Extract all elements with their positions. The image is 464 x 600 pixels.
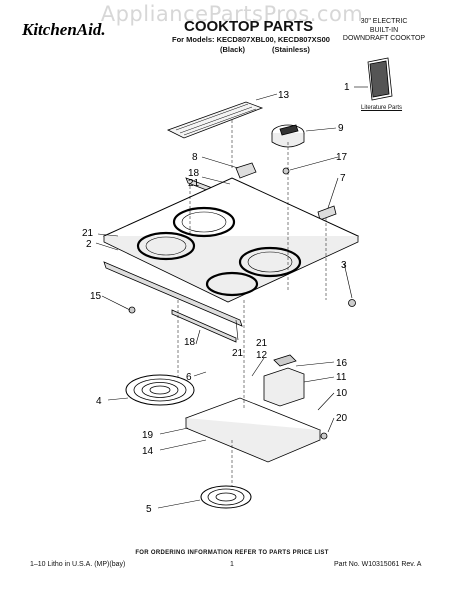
desc-line-3: DOWNDRAFT COOKTOP: [342, 35, 426, 42]
surface-element-large: [125, 374, 195, 406]
callout-11: 11: [336, 372, 347, 383]
callout-10: 10: [336, 388, 348, 399]
callout-3: 3: [341, 260, 347, 271]
control-knob: [271, 124, 305, 148]
callout-19: 19: [142, 430, 154, 441]
callout-5: 5: [146, 504, 152, 515]
literature-label: Literature Parts: [361, 105, 403, 111]
callout-15: 15: [90, 291, 102, 302]
callout-21-bottom: 21: [232, 348, 244, 359]
watermark: AppliancePartsPros.com: [100, 2, 364, 26]
burner-ring-1: [172, 206, 236, 238]
product-description: 30" ELECTRIC BUILT-IN DOWNDRAFT COOKTOP: [336, 18, 432, 44]
callout-13: 13: [278, 90, 290, 101]
trim-front: [103, 261, 243, 327]
knob-spring: [235, 162, 257, 179]
screw-20: [320, 432, 328, 440]
callout-21-mid: 21: [256, 338, 268, 349]
model-stainless: (Stainless): [272, 45, 310, 54]
brand-logo: KitchenAid.: [22, 20, 106, 39]
bracket: [317, 205, 337, 221]
callout-12: 12: [256, 350, 268, 361]
control-box: [263, 367, 305, 407]
vent-grille: [166, 101, 264, 139]
nut: [282, 167, 290, 175]
burner-ring-2: [136, 231, 196, 261]
callout-21-left: 21: [82, 228, 94, 239]
callout-2: 2: [86, 239, 92, 250]
callout-18-top: 18: [188, 168, 200, 179]
callout-21-top: 21: [188, 178, 200, 189]
burner-ring-3: [238, 246, 302, 278]
callout-6: 6: [186, 372, 192, 383]
order-note: FOR ORDERING INFORMATION REFER TO PARTS …: [135, 550, 329, 556]
litho-note: 1–10 Litho in U.S.A. (MP)(bay): [30, 561, 126, 568]
burner-ring-4: [205, 271, 259, 297]
callout-7: 7: [340, 173, 346, 184]
desc-line-2: BUILT-IN: [369, 26, 399, 34]
callout-16: 16: [336, 358, 348, 369]
page-title: COOKTOP PARTS: [184, 18, 314, 35]
callout-9: 9: [338, 123, 344, 134]
model-black: (Black): [220, 45, 246, 54]
callout-18-bottom: 18: [184, 337, 196, 348]
model-list: For Models: KECD807XBL00, KECD807XS00: [172, 35, 330, 44]
callout-1: 1: [344, 82, 350, 93]
callout-20: 20: [336, 413, 348, 424]
desc-line-1: 30" ELECTRIC: [360, 18, 408, 25]
surface-element-small: [200, 485, 252, 509]
callout-8: 8: [192, 152, 198, 163]
callout-17: 17: [336, 152, 348, 163]
callout-4: 4: [96, 396, 102, 407]
page-number: 1: [230, 561, 234, 568]
callout-14: 14: [142, 446, 154, 457]
screw-15: [128, 306, 136, 314]
part-number: Part No. W10315061 Rev. A: [334, 561, 422, 568]
clip-3: [348, 299, 356, 307]
trim-lower: [171, 309, 237, 343]
